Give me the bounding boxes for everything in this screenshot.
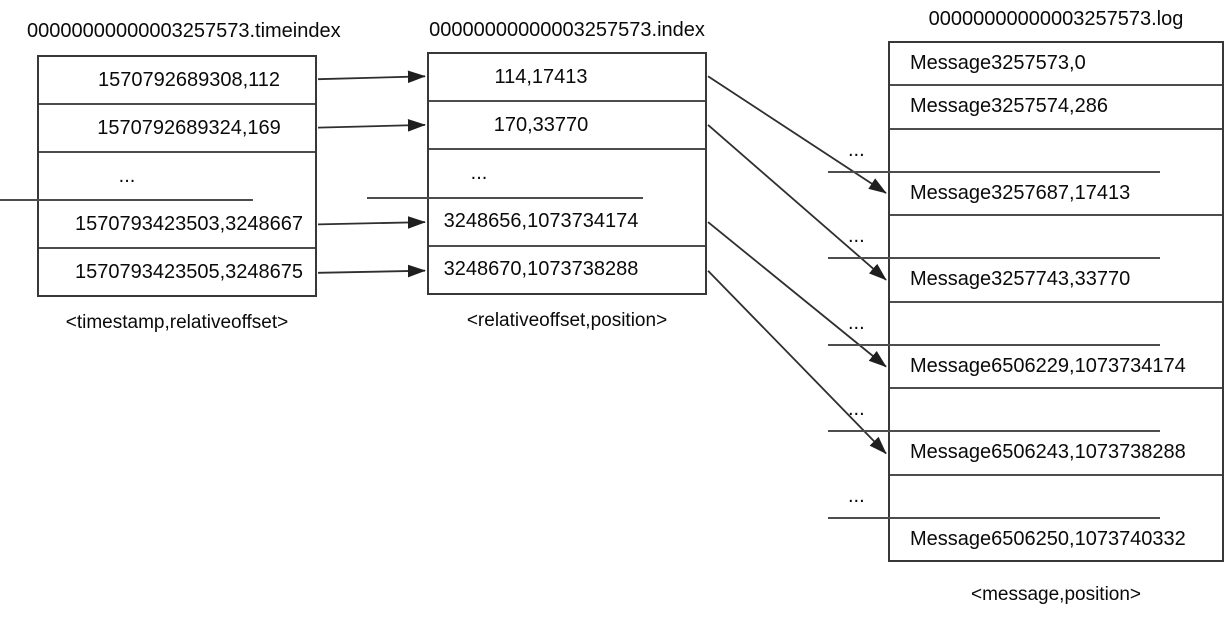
lookup-arrow bbox=[317, 264, 426, 278]
table-row: Message3257743,33770 bbox=[890, 259, 1222, 303]
log-caption: <message,position> bbox=[970, 584, 1142, 605]
table-row: 170,33770 bbox=[429, 102, 705, 151]
table-row: ... bbox=[828, 130, 1160, 173]
table-row: 114,17413 bbox=[429, 54, 705, 103]
log-file-title: 00000000000003257573.log bbox=[928, 8, 1184, 30]
table-row: Message6506243,1073738288 bbox=[890, 432, 1222, 476]
table-row: Message3257574,286 bbox=[890, 86, 1222, 130]
timeindex-file-title: 00000000000003257573.timeindex bbox=[27, 20, 341, 42]
table-row: ... bbox=[828, 389, 1160, 433]
table-row: ... bbox=[828, 216, 1160, 260]
table-row: ... bbox=[367, 150, 643, 199]
table-row: Message6506250,1073740332 bbox=[910, 527, 1186, 550]
timeindex-caption: <timestamp,relativeoffset> bbox=[65, 312, 289, 333]
lookup-arrow bbox=[317, 216, 426, 229]
table-row: 1570792689324,169 bbox=[39, 105, 315, 153]
table-row: Message3257573,0 bbox=[890, 43, 1222, 87]
table-row: 1570793423503,3248667 bbox=[39, 201, 315, 249]
index-caption: <relativeoffset,position> bbox=[466, 310, 668, 331]
table-row: Message3257687,17413 bbox=[890, 173, 1222, 216]
table-row: 1570792689308,112 bbox=[39, 57, 315, 105]
lookup-arrow bbox=[317, 70, 426, 84]
table-row: Message6506229,1073734174 bbox=[890, 346, 1222, 389]
table-row: ... bbox=[0, 153, 253, 201]
table-row: ... bbox=[828, 476, 1160, 519]
table-row: 3248656,1073734174 bbox=[429, 199, 705, 247]
table-row: 3248670,1073738288 bbox=[443, 258, 639, 281]
table-row: ... bbox=[828, 303, 1160, 346]
lookup-arrow bbox=[317, 119, 426, 132]
index-file-title: 00000000000003257573.index bbox=[429, 19, 705, 41]
table-row: 1570793423505,3248675 bbox=[74, 260, 304, 283]
